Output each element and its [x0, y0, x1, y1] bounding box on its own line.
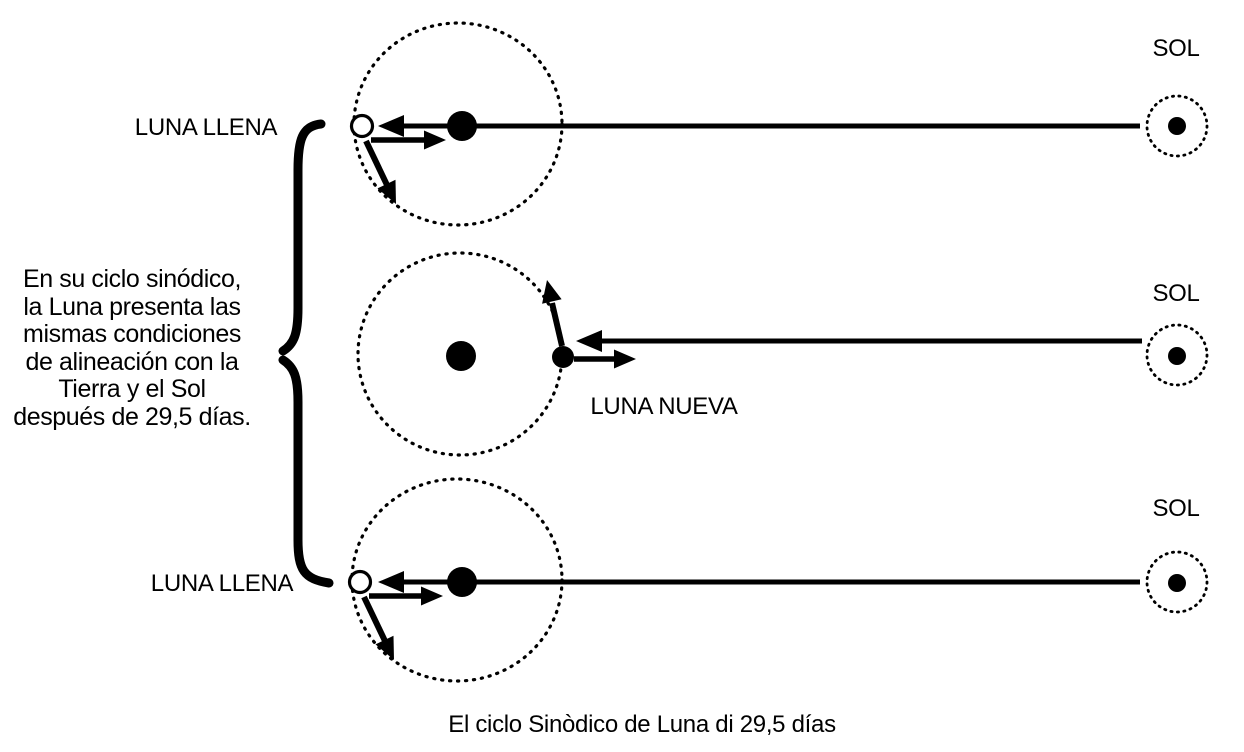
sun-top: [1145, 94, 1209, 158]
earth-bottom: [447, 567, 477, 597]
diagram-caption: El ciclo Sinòdico de Luna di 29,5 días: [448, 711, 836, 738]
cycle-brace-upper-half: [278, 119, 326, 356]
full-moon-bottom: [347, 569, 373, 595]
annotation-line: En su ciclo sinódico,: [22, 265, 242, 293]
annotation-line: la Luna presenta las: [23, 292, 241, 321]
full-moon-top: [349, 113, 375, 139]
sun-halo-top: [1145, 94, 1209, 158]
sun-halo-bottom: [1145, 550, 1209, 614]
orbital-motion-arrow-middle: [549, 302, 565, 347]
row-full-moon-top: [349, 21, 1209, 227]
sunlight-arrowhead-top: [378, 115, 404, 137]
sunlight-arrowhead-middle: [576, 330, 602, 352]
moonlight-arrowhead-bottom: [421, 586, 443, 606]
row-full-moon-bottom: [347, 477, 1209, 683]
sun-middle: [1145, 323, 1209, 387]
cycle-brace: [278, 119, 334, 588]
sunlight-arrowhead-bottom: [378, 571, 404, 593]
annotation-line: Tierra y el Sol: [58, 375, 206, 403]
sun-core-top: [1168, 117, 1186, 135]
orbital-motion-arrow-top: [363, 139, 390, 187]
annotation-line: de alineación con la: [25, 347, 239, 376]
orbital-motion-arrowhead-middle: [542, 280, 562, 304]
cycle-annotation: En su ciclo sinódico, la Luna presenta l…: [8, 265, 256, 431]
annotation-line: mismas condiciones: [23, 320, 241, 348]
sun-bottom: [1145, 550, 1209, 614]
sun-label-top: SOL: [1152, 35, 1200, 62]
earth-top: [447, 111, 477, 141]
moonlight-arrowhead-top: [424, 130, 446, 150]
full-moon-label-top: LUNA LLENA: [134, 114, 278, 141]
row-new-moon: [356, 251, 1209, 457]
new-moon: [552, 346, 574, 368]
orbital-motion-arrow-bottom: [361, 595, 388, 643]
sun-label-bottom: SOL: [1152, 495, 1200, 522]
orbital-motion-arrowhead-top: [377, 179, 396, 204]
sun-core-middle: [1168, 347, 1186, 365]
reflected-light-arrowhead-middle: [614, 349, 636, 369]
earth-middle: [446, 341, 476, 371]
full-moon-label-bottom: LUNA LLENA: [150, 570, 294, 597]
cycle-brace-lower-half: [278, 355, 334, 588]
new-moon-label: LUNA NUEVA: [590, 393, 738, 420]
orbital-motion-arrowhead-bottom: [375, 635, 394, 660]
annotation-line: después de 29,5 días.: [13, 402, 251, 431]
sun-core-bottom: [1168, 574, 1186, 592]
sun-label-middle: SOL: [1152, 280, 1200, 307]
sun-halo-middle: [1145, 323, 1209, 387]
